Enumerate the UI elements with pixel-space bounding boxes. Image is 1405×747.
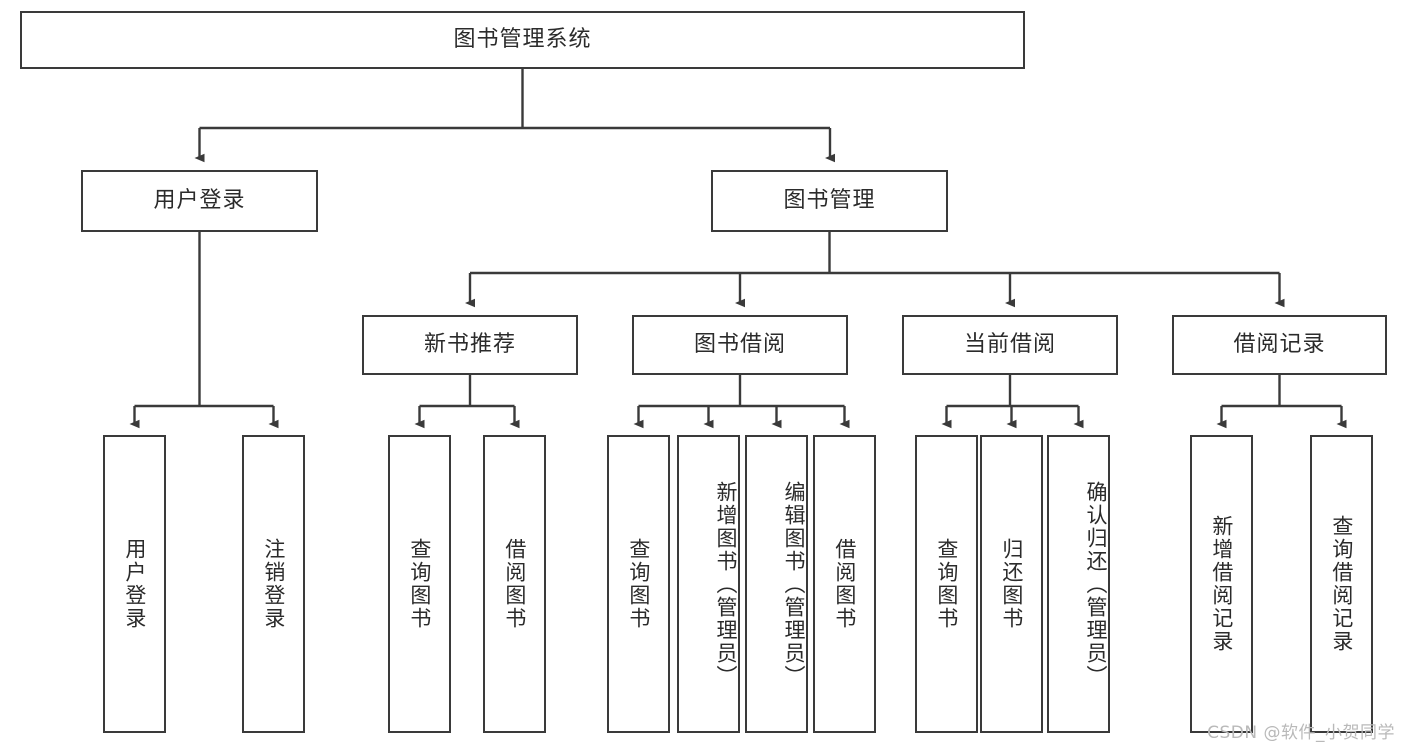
node-user-login[interactable]: 用户登录 — [81, 170, 318, 232]
node-borrow-record-label: 借阅记录 — [1233, 331, 1326, 357]
leaf-query-book-current[interactable]: 查询图书 — [915, 435, 978, 733]
leaf-logout[interactable]: 注销登录 — [242, 435, 305, 733]
leaf-edit-book-admin[interactable]: 编辑图书（管理员） — [745, 435, 808, 733]
leaf-borrow-book[interactable]: 借阅图书 — [813, 435, 876, 733]
leaf-logout-label: 注销登录 — [261, 538, 286, 630]
leaf-query-borrow-record-label: 查询借阅记录 — [1329, 515, 1354, 653]
leaf-confirm-return-admin[interactable]: 确认归还（管理员） — [1047, 435, 1110, 733]
leaf-confirm-return-admin-label: 确认归还（管理员） — [1084, 480, 1108, 688]
leaf-query-book-recommend-label: 查询图书 — [407, 538, 432, 630]
leaf-add-book-admin[interactable]: 新增图书（管理员） — [677, 435, 740, 733]
leaf-borrow-book-label: 借阅图书 — [832, 538, 857, 630]
leaf-query-book-recommend[interactable]: 查询图书 — [388, 435, 451, 733]
node-root-label: 图书管理系统 — [453, 26, 592, 52]
leaf-borrow-book-recommend[interactable]: 借阅图书 — [483, 435, 546, 733]
node-book-borrow-label: 图书借阅 — [693, 331, 786, 357]
leaf-query-book-current-label: 查询图书 — [934, 538, 959, 630]
leaf-add-borrow-record[interactable]: 新增借阅记录 — [1190, 435, 1253, 733]
node-new-book-recommend-label: 新书推荐 — [423, 331, 516, 357]
leaf-return-book[interactable]: 归还图书 — [980, 435, 1043, 733]
leaf-borrow-book-recommend-label: 借阅图书 — [502, 538, 527, 630]
node-book-management[interactable]: 图书管理 — [711, 170, 948, 232]
leaf-query-book-borrow[interactable]: 查询图书 — [607, 435, 670, 733]
node-user-login-label: 用户登录 — [153, 187, 246, 213]
node-current-borrow[interactable]: 当前借阅 — [902, 315, 1118, 375]
leaf-add-borrow-record-label: 新增借阅记录 — [1209, 515, 1234, 653]
node-current-borrow-label: 当前借阅 — [963, 331, 1056, 357]
leaf-user-login-label: 用户登录 — [122, 538, 147, 630]
node-borrow-record[interactable]: 借阅记录 — [1172, 315, 1387, 375]
leaf-query-book-borrow-label: 查询图书 — [626, 538, 651, 630]
node-book-management-label: 图书管理 — [783, 187, 876, 213]
leaf-edit-book-admin-label: 编辑图书（管理员） — [782, 480, 806, 688]
node-new-book-recommend[interactable]: 新书推荐 — [362, 315, 578, 375]
leaf-query-borrow-record[interactable]: 查询借阅记录 — [1310, 435, 1373, 733]
node-root[interactable]: 图书管理系统 — [20, 11, 1025, 69]
leaf-add-book-admin-label: 新增图书（管理员） — [714, 480, 738, 688]
leaf-user-login[interactable]: 用户登录 — [103, 435, 166, 733]
leaf-return-book-label: 归还图书 — [999, 538, 1024, 630]
node-book-borrow[interactable]: 图书借阅 — [632, 315, 848, 375]
